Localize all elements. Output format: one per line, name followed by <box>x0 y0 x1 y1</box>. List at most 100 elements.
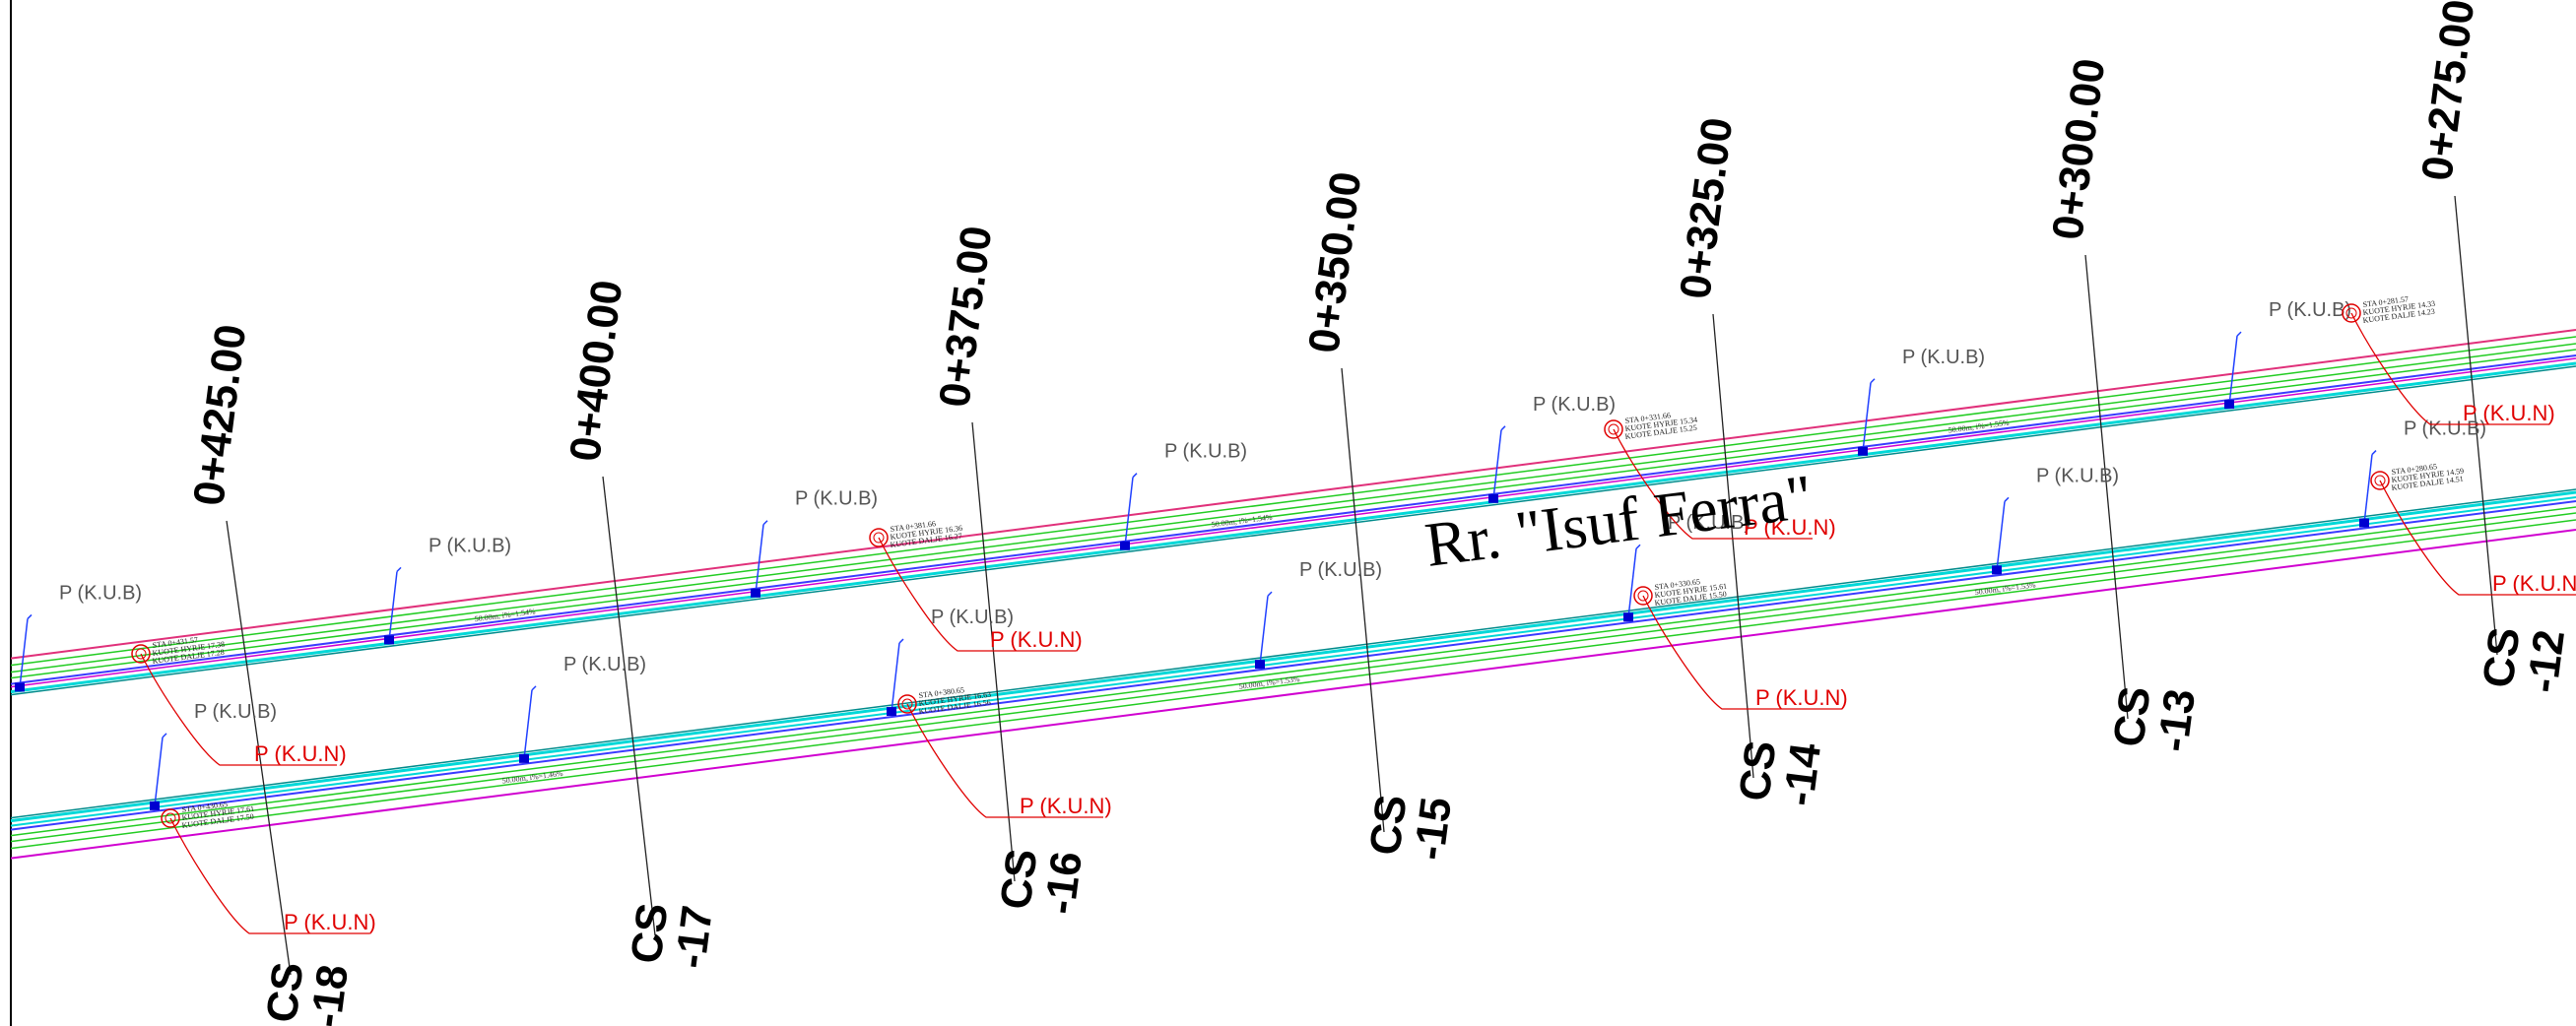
cross-section-label: CS <box>1360 792 1416 858</box>
cross-section-label: CS <box>1730 737 1785 803</box>
upper-manhole-6: P (K.U.B) <box>2224 299 2351 410</box>
manhole-marker <box>519 753 529 763</box>
cross-section-label: CS <box>257 959 312 1025</box>
kun-leader <box>140 653 337 766</box>
kub-label: P (K.U.B) <box>795 488 878 510</box>
kub-leader <box>755 524 764 594</box>
lower-manhole-4: P (K.U.B) <box>1623 512 1750 622</box>
kub-leader-tick <box>162 733 167 738</box>
kub-leader-tick <box>762 520 768 526</box>
kub-leader-tick <box>1267 591 1273 597</box>
kun-leader <box>2379 480 2576 596</box>
upper-manhole-2: P (K.U.B) <box>751 488 878 598</box>
kun-symbol-outer <box>2342 303 2361 323</box>
kub-label: P (K.U.B) <box>59 582 142 604</box>
kun-symbol-inner <box>2345 307 2357 319</box>
station-line <box>2084 254 2129 720</box>
kun-symbol-inner <box>873 532 885 544</box>
kun-label: P (K.U.N) <box>1755 685 1848 710</box>
kub-leader <box>1627 548 1637 618</box>
kub-leader-tick <box>1635 544 1641 549</box>
kun-symbol-outer <box>897 694 917 714</box>
manhole-marker <box>1120 541 1130 550</box>
road-lines <box>10 329 2576 860</box>
manhole-marker <box>2359 518 2369 528</box>
station-label: 0+275.00 <box>2412 0 2483 183</box>
kun-label: P (K.U.N) <box>2463 401 2555 425</box>
kub-leader <box>523 689 533 759</box>
manhole-marker <box>887 707 896 717</box>
lower-manhole-0: P (K.U.B) <box>150 701 277 810</box>
upper-magenta-line <box>10 357 2576 688</box>
kub-leader-tick <box>2236 331 2242 337</box>
kub-leader-tick <box>2004 496 2010 502</box>
kub-leader <box>154 737 164 806</box>
lower-cyan-line-2 <box>10 496 2576 827</box>
cross-section-number: -13 <box>2148 686 2205 754</box>
station-label: 0+400.00 <box>561 278 631 464</box>
kub-leader <box>1862 382 1872 452</box>
lower-green-line-1 <box>10 506 2576 837</box>
station-line <box>1712 313 1754 779</box>
kub-label: P (K.U.B) <box>931 607 1014 628</box>
station-line <box>226 520 292 976</box>
lower-manhole-3: P (K.U.B) <box>1255 559 1382 670</box>
kub-leader-tick <box>1870 378 1876 384</box>
manhole-marker <box>1992 565 2002 575</box>
manholes: P (K.U.B)P (K.U.B)P (K.U.B)P (K.U.B)P (K… <box>15 299 2486 810</box>
upper-manhole-4: P (K.U.B) <box>1488 394 1616 503</box>
kun-label: P (K.U.N) <box>990 627 1083 652</box>
kub-leader <box>891 642 900 713</box>
station-label: 0+325.00 <box>1671 115 1742 301</box>
kun-label: P (K.U.N) <box>254 741 347 766</box>
manhole-marker <box>751 588 760 598</box>
upper-manhole-1: P (K.U.B) <box>384 535 511 645</box>
manhole-marker <box>384 635 394 645</box>
cross-section-label: CS <box>2104 683 2159 749</box>
kub-label: P (K.U.B) <box>1902 347 1985 368</box>
station-label: 0+375.00 <box>930 224 1001 410</box>
lower-green-line-2 <box>10 512 2576 843</box>
cross-section-number: -16 <box>1035 849 1091 917</box>
lower-manhole-6: P (K.U.B) <box>2359 418 2486 528</box>
cross-section-label: CS <box>622 900 677 966</box>
station-lines: 0+425.00CS-180+400.00CS-170+375.00CS-160… <box>184 0 2574 1026</box>
kun-symbol-inner <box>1637 590 1649 602</box>
station-line <box>602 476 656 936</box>
kub-label: P (K.U.B) <box>1533 394 1616 416</box>
manhole-marker <box>1858 446 1868 456</box>
kub-leader <box>2228 336 2238 406</box>
kun-leader <box>906 703 1103 818</box>
kun-symbol-inner <box>1608 423 1619 435</box>
upper-cyan-line <box>10 361 2576 694</box>
kun-leader <box>878 537 1076 652</box>
kub-leader <box>388 571 398 641</box>
station-label: 0+425.00 <box>184 322 255 508</box>
lower-manhole-5: P (K.U.B) <box>1992 465 2119 575</box>
kun-leader <box>2350 312 2549 425</box>
cross-section-number: -18 <box>301 962 358 1026</box>
cross-section-number: -17 <box>666 903 722 971</box>
kub-leader <box>1124 477 1134 546</box>
upper-manhole-3: P (K.U.B) <box>1120 441 1247 550</box>
kun-leader <box>1642 595 1842 710</box>
kub-label: P (K.U.B) <box>2269 299 2351 321</box>
upper-green-line-2 <box>10 343 2576 673</box>
station-line <box>1341 367 1385 833</box>
kun-symbol-inner <box>165 812 176 824</box>
cross-section-number: -12 <box>2518 627 2574 695</box>
kub-label: P (K.U.B) <box>1668 512 1750 534</box>
kub-leader <box>2363 454 2373 524</box>
kun-symbol-inner <box>901 698 913 710</box>
station-line <box>971 421 1016 882</box>
kub-leader-tick <box>2371 450 2377 456</box>
kub-leader-tick <box>1500 425 1506 431</box>
station-label: 0+300.00 <box>2043 56 2114 242</box>
kun-symbol-outer <box>161 808 180 828</box>
